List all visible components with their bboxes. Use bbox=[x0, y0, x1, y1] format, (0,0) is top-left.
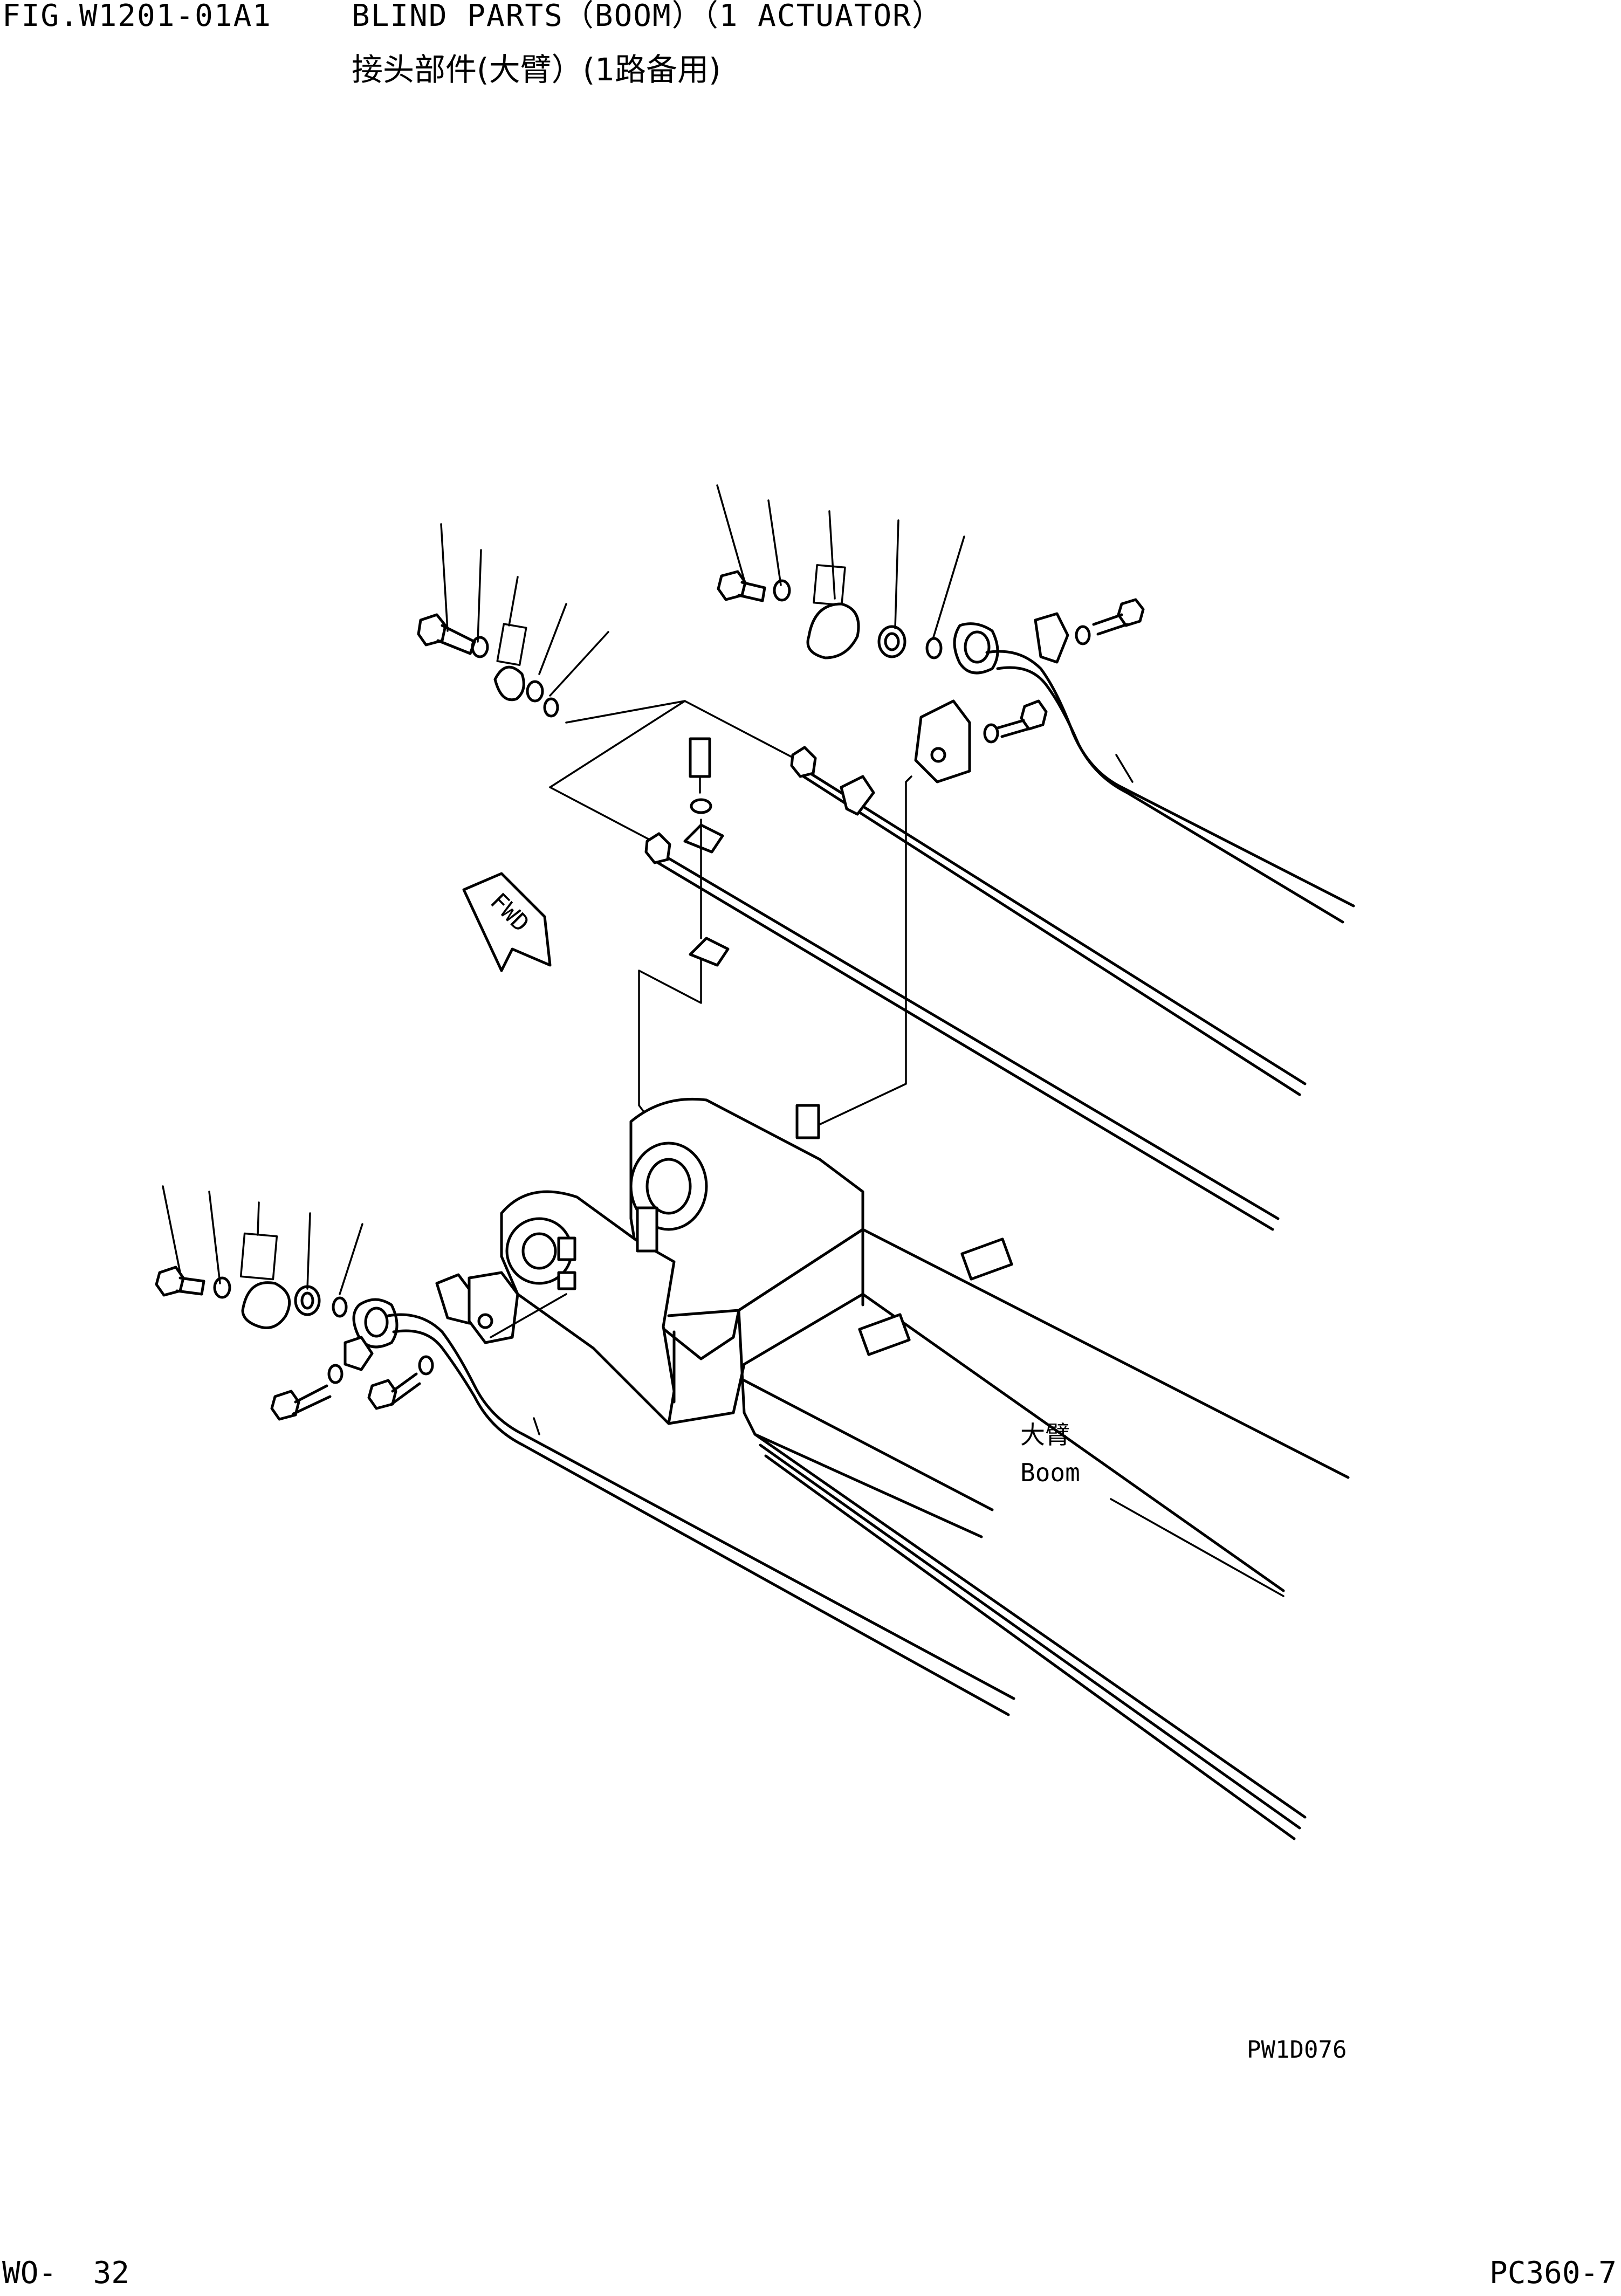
bolt-icon bbox=[155, 1266, 205, 1297]
washer-icon bbox=[213, 1276, 231, 1299]
lower-left-part-group bbox=[155, 1185, 567, 1421]
bolt-icon bbox=[1092, 598, 1145, 636]
forward-direction-arrow: FWD bbox=[462, 872, 552, 972]
clip-icon bbox=[689, 937, 730, 967]
clip-icon bbox=[1034, 612, 1069, 664]
drawing-code: PW1D076 bbox=[1247, 2036, 1347, 2064]
figure-id: FIG.W1201-01A1 bbox=[2, 0, 272, 33]
boom-label-english: Boom bbox=[1020, 1458, 1080, 1487]
wear-pad-icon bbox=[960, 1238, 1013, 1281]
title-english: BLIND PARTS（BOOM）（1 ACTUATOR） bbox=[352, 0, 943, 33]
model-number: PC360-7 bbox=[1489, 2256, 1617, 2291]
bolt-icon bbox=[689, 737, 711, 778]
mounting-bracket-icon bbox=[914, 699, 971, 783]
hydraulic-pipe-lower bbox=[387, 1313, 1015, 1716]
o-ring-small-icon bbox=[925, 637, 943, 659]
bolt-icon bbox=[367, 1372, 421, 1410]
o-ring-icon bbox=[294, 1285, 321, 1316]
assembly-guide-lines bbox=[549, 700, 912, 1128]
middle-clamp-group bbox=[683, 737, 730, 967]
long-pipes bbox=[644, 746, 1307, 1231]
upper-right-part-group bbox=[716, 484, 1145, 783]
washer-icon bbox=[690, 798, 712, 814]
boom-structure bbox=[500, 1097, 1350, 1840]
o-ring-icon bbox=[526, 680, 544, 703]
wear-pad-icon bbox=[858, 1313, 911, 1356]
split-flange-icon bbox=[241, 1281, 291, 1329]
mounting-bracket-icon bbox=[468, 1271, 519, 1344]
o-ring-small-icon bbox=[543, 697, 559, 718]
hydraulic-pipe-upper bbox=[985, 650, 1355, 924]
bolt-icon bbox=[996, 699, 1048, 738]
pipe-clamp-icon bbox=[790, 746, 817, 778]
o-ring-icon bbox=[877, 625, 906, 658]
clip-icon bbox=[683, 823, 724, 854]
washer-icon bbox=[983, 723, 999, 744]
split-flange-icon bbox=[493, 665, 525, 702]
pipe-clamp-icon bbox=[840, 775, 875, 816]
washer-icon bbox=[773, 579, 791, 602]
split-flange-icon bbox=[806, 602, 860, 659]
washer-icon bbox=[327, 1364, 344, 1384]
flange-fitting-icon bbox=[352, 1298, 399, 1349]
small-bracket-icon bbox=[795, 1104, 820, 1139]
upper-left-part-group bbox=[417, 523, 609, 718]
page-number: WO- 32 bbox=[2, 2256, 130, 2291]
clip-icon bbox=[344, 1336, 374, 1371]
small-bracket-icon bbox=[636, 1206, 658, 1253]
bolt-icon bbox=[717, 570, 766, 602]
pipe-clamp-icon bbox=[644, 832, 671, 864]
bolt-icon bbox=[270, 1384, 332, 1421]
washer-icon bbox=[471, 636, 489, 658]
o-ring-small-icon bbox=[332, 1296, 348, 1318]
title-chinese: 接头部件(大臂）(1路备用) bbox=[352, 51, 721, 88]
boom-leader-line bbox=[1110, 1498, 1285, 1597]
washer-icon bbox=[418, 1355, 434, 1376]
boom-label-chinese: 大臂 bbox=[1020, 1420, 1070, 1449]
washer-icon bbox=[1075, 625, 1091, 645]
